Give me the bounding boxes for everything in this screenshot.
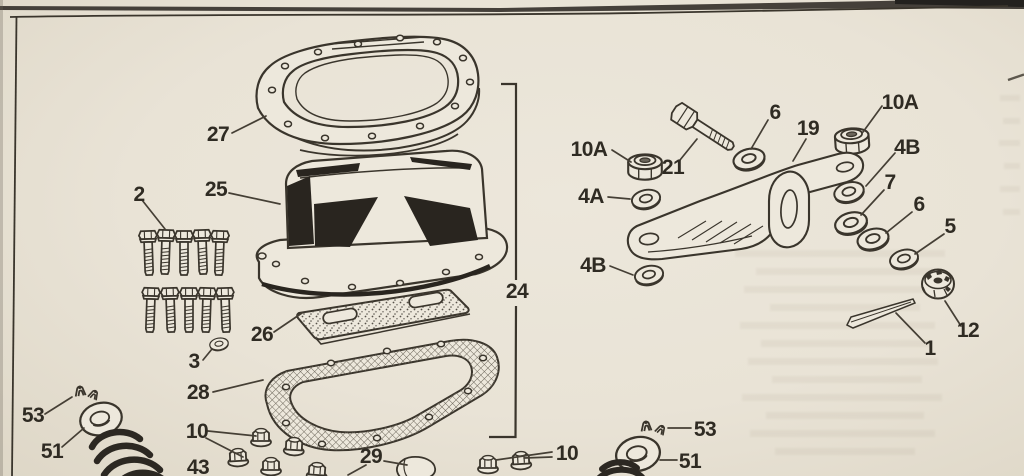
callout-51-right: 51 <box>679 450 702 473</box>
part-21-bolt <box>670 101 735 151</box>
callout-24: 24 <box>506 280 529 303</box>
lead-line-29 <box>347 460 408 476</box>
callout-4a: 4A <box>578 185 604 208</box>
part-53-retainers-left <box>73 384 101 402</box>
part-53-retainers-right <box>639 419 668 437</box>
callout-53-left: 53 <box>22 404 44 427</box>
callout-7: 7 <box>884 171 895 194</box>
page-bleed-through <box>735 95 1020 455</box>
part-10a-locknut-left <box>627 153 663 181</box>
callout-29: 29 <box>360 445 382 468</box>
lead-line-4b-left <box>609 265 634 276</box>
right-edge-tick <box>1007 73 1024 82</box>
callout-2: 2 <box>133 183 144 206</box>
part-spring-stub-right <box>596 459 645 476</box>
callout-6-top: 6 <box>769 101 780 124</box>
callout-51-left: 51 <box>41 440 64 463</box>
lead-line-6-right <box>885 211 913 234</box>
part-19-bracket <box>626 151 865 261</box>
callout-4b-right: 4B <box>894 136 920 159</box>
lead-line-25 <box>228 192 281 205</box>
lead-line-19 <box>792 138 807 162</box>
lead-line-1 <box>895 312 926 344</box>
photo-left-edge-shadow <box>0 0 3 476</box>
callout-43: 43 <box>187 456 209 476</box>
part-28-gasket <box>264 338 500 452</box>
callout-19: 19 <box>797 117 819 140</box>
callout-10a-left: 10A <box>571 138 608 161</box>
callout-53-right: 53 <box>694 418 716 441</box>
lead-line-21 <box>679 138 698 161</box>
callout-12: 12 <box>957 319 979 342</box>
part-10-nuts-right <box>477 450 533 475</box>
part-43-spring <box>88 428 164 476</box>
lead-line-53-left <box>44 396 73 415</box>
lead-line-2 <box>141 199 166 230</box>
callout-26: 26 <box>251 323 273 346</box>
callout-4b-left: 4B <box>580 254 606 277</box>
lead-lines <box>44 105 962 476</box>
callout-5: 5 <box>944 215 956 238</box>
lead-line-28 <box>212 379 264 393</box>
callout-10a-right: 10A <box>882 91 919 114</box>
part-4b-washer-left <box>632 262 667 290</box>
group-bracket-24 <box>489 82 518 439</box>
part-6-washer-top <box>730 144 769 176</box>
callout-28: 28 <box>187 381 210 404</box>
part-4a-washer <box>629 186 664 214</box>
lead-line-26 <box>273 312 303 333</box>
part-27-retainer-frame <box>255 34 481 157</box>
lead-line-7 <box>860 189 885 216</box>
lead-line-51-left <box>61 427 85 448</box>
lead-line-6-top <box>750 119 769 150</box>
callout-27: 27 <box>207 123 229 146</box>
lead-line-10a-left <box>611 149 632 163</box>
part-12-castle-nut <box>921 268 955 300</box>
lead-line-10-left <box>205 430 257 458</box>
part-1-pin <box>845 298 917 329</box>
lead-line-10-right <box>495 451 553 461</box>
lead-line-5 <box>914 233 945 255</box>
callout-labels: 27 2 25 3 26 28 53 51 10 43 29 10 24 10A… <box>22 91 980 476</box>
lead-line-4b-right <box>865 152 896 187</box>
callout-1: 1 <box>924 337 936 360</box>
part-29-clamp <box>396 455 437 476</box>
lead-line-4a <box>607 196 631 200</box>
callout-3: 3 <box>188 350 199 373</box>
callout-6-right: 6 <box>913 193 924 216</box>
lead-line-3 <box>202 348 213 361</box>
callout-21: 21 <box>662 156 685 179</box>
photo-top-edge <box>0 0 1024 12</box>
part-26-baffle-plate <box>296 288 471 345</box>
callout-10-left: 10 <box>186 420 208 443</box>
callout-10-right: 10 <box>556 442 578 465</box>
lead-line-27 <box>231 115 267 134</box>
lead-line-10a-right <box>862 105 883 133</box>
lead-line-12 <box>944 300 962 327</box>
part-25-pan <box>255 149 509 299</box>
callout-25: 25 <box>205 178 228 201</box>
part-2-bolts <box>137 228 237 334</box>
